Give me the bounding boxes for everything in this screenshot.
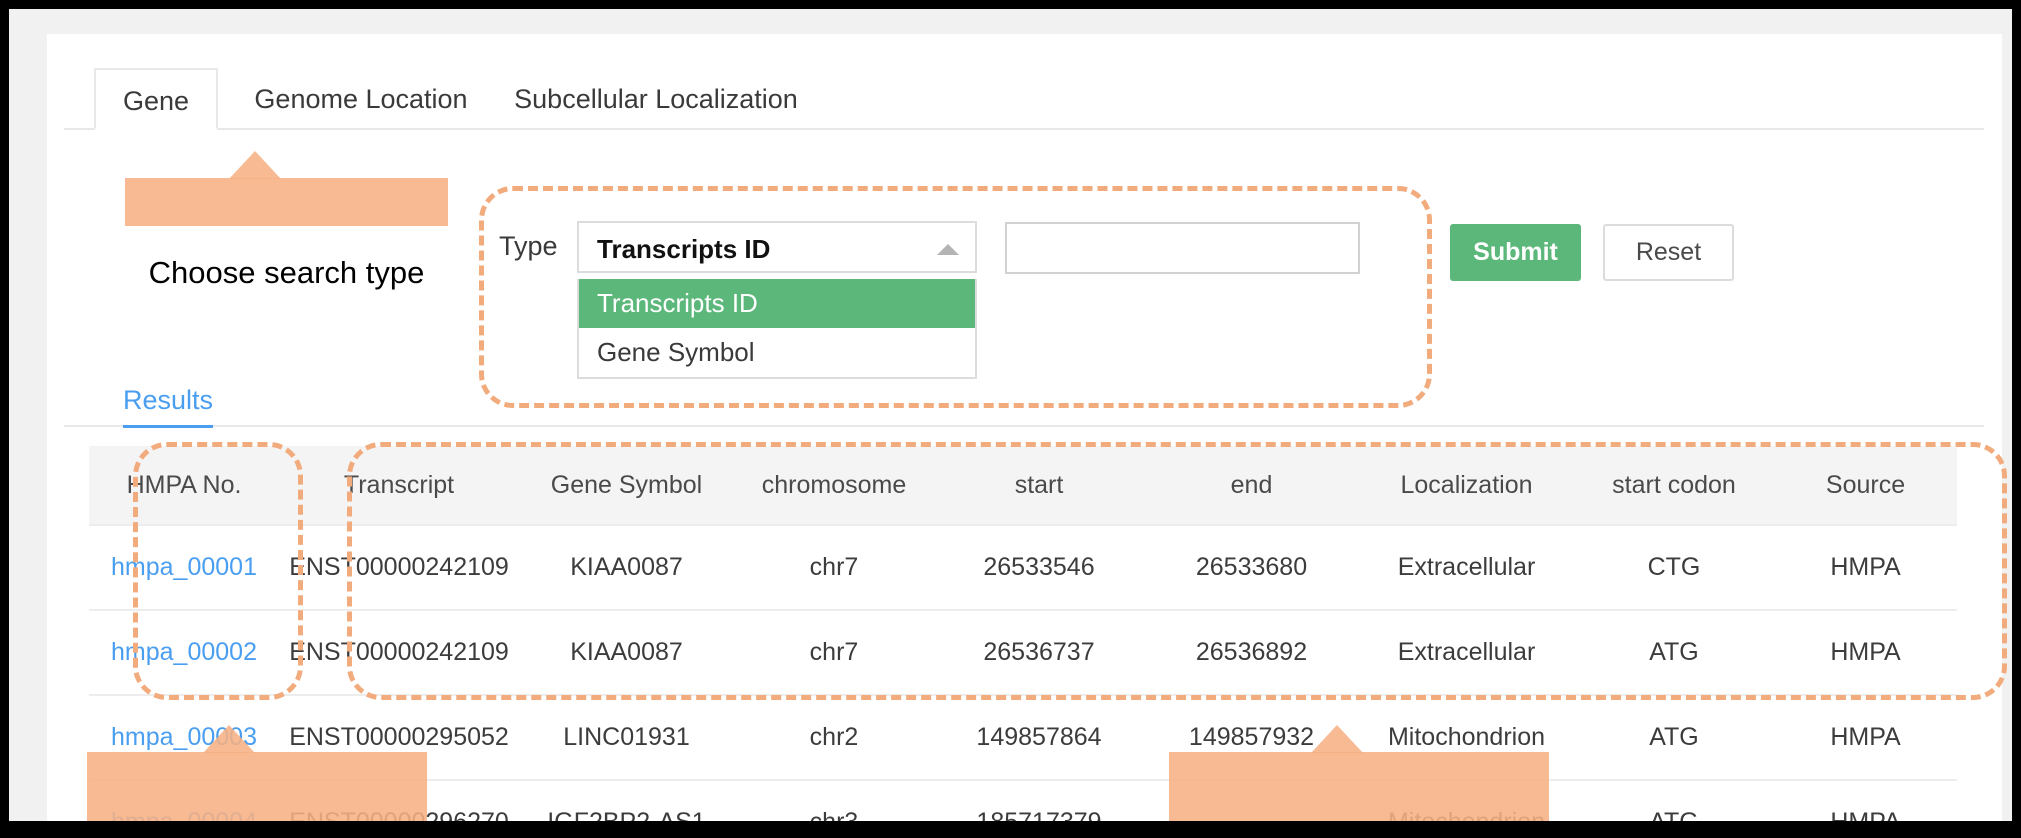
column-header-end: end: [1230, 470, 1273, 499]
column-header-chromosome: chromosome: [761, 470, 907, 499]
cell-chromosome: chr3: [734, 808, 934, 821]
cell-gene-symbol: KIAA0087: [570, 553, 683, 581]
table-row: hmpa_00001 ENST00000242109 KIAA0087 chr7…: [89, 526, 1957, 611]
tab-genome-location[interactable]: Genome Location: [236, 68, 486, 130]
column-header-hmpa-no: HMPA No.: [126, 470, 242, 499]
column-header-start-codon: start codon: [1612, 470, 1736, 499]
cell-transcript: ENST00000242109: [289, 638, 509, 666]
cell-transcript: ENST00000295052: [289, 723, 509, 751]
cell-start-codon: CTG: [1647, 553, 1701, 581]
submit-button[interactable]: Submit: [1450, 224, 1581, 281]
cell-start-codon: ATG: [1649, 638, 1699, 666]
cell-start: 26533546: [983, 553, 1095, 581]
tab-genome-location-label: Genome Location: [254, 84, 468, 114]
cell-source: HMPA: [1830, 638, 1901, 666]
callout-pointer: [229, 151, 281, 179]
cell-start: 26536737: [983, 638, 1095, 666]
page-background: Gene Genome Location Subcellular Localiz…: [9, 9, 2012, 821]
callout-choose-search-type-label: Choose search type: [148, 255, 425, 291]
column-header-source: Source: [1825, 470, 1906, 499]
column-header-transcript: Transcript: [343, 470, 455, 499]
chevron-up-icon: [937, 244, 959, 255]
cell-chromosome: chr7: [809, 638, 859, 666]
column-header-gene-symbol: Gene Symbol: [550, 470, 703, 499]
column-header-start: start: [1014, 470, 1064, 499]
cell-transcript: ENST00000242109: [289, 553, 509, 581]
search-type-tabs: Gene Genome Location Subcellular Localiz…: [64, 68, 1984, 130]
callout-click-to-explore: Click to explore relevant annotation: [87, 725, 427, 821]
cell-start-codon: ATG: [1649, 723, 1699, 751]
cell-end: 26536892: [1195, 638, 1308, 666]
cell-end: 149857932: [1188, 723, 1315, 751]
tab-subcellular-localization[interactable]: Subcellular Localization: [496, 68, 816, 130]
cell-localization: Extracellular: [1397, 553, 1536, 581]
callout-choose-search-type: Choose search type: [125, 151, 448, 290]
type-select-value: Transcripts ID: [597, 234, 771, 264]
column-header-localization: Localization: [1400, 470, 1533, 499]
results-table: HMPA No. Transcript Gene Symbol chromoso…: [89, 446, 1957, 821]
results-tab-bar: Results: [64, 379, 1984, 428]
option-gene-symbol[interactable]: Gene Symbol: [597, 337, 755, 367]
callout-pointer: [1311, 725, 1363, 753]
cell-source: HMPA: [1774, 808, 1957, 821]
type-select[interactable]: Transcripts ID: [577, 221, 977, 273]
cell-chromosome: chr7: [809, 553, 859, 581]
callout-basic-information: Basic information for searching results: [1169, 725, 1549, 821]
type-select-options[interactable]: Transcripts ID Gene Symbol: [577, 279, 977, 379]
hmpa-no-link[interactable]: hmpa_00001: [111, 553, 257, 581]
cell-start: 185717379: [934, 808, 1144, 821]
callout-pointer: [203, 725, 255, 753]
search-input[interactable]: [1005, 222, 1360, 274]
cell-source: HMPA: [1830, 723, 1901, 751]
cell-localization: Extracellular: [1397, 638, 1536, 666]
hmpa-no-link[interactable]: hmpa_00002: [111, 638, 257, 666]
option-transcripts-id[interactable]: Transcripts ID: [579, 279, 975, 328]
cell-source: HMPA: [1830, 553, 1901, 581]
cell-end: 26533680: [1195, 553, 1308, 581]
table-header-row: HMPA No. Transcript Gene Symbol chromoso…: [89, 446, 1957, 526]
cell-chromosome: chr2: [809, 723, 859, 751]
reset-button[interactable]: Reset: [1603, 224, 1734, 281]
tab-subcellular-localization-label: Subcellular Localization: [514, 84, 798, 114]
cell-gene-symbol: KIAA0087: [570, 638, 683, 666]
table-row: hmpa_00002 ENST00000242109 KIAA0087 chr7…: [89, 611, 1957, 696]
tab-results[interactable]: Results: [123, 379, 214, 428]
cell-start-codon: ATG: [1574, 808, 1774, 821]
content-card: Gene Genome Location Subcellular Localiz…: [47, 34, 2007, 821]
cell-start: 149857864: [976, 723, 1102, 751]
type-label: Type: [499, 231, 558, 261]
cell-gene-symbol: IGF2BP2-AS1: [519, 808, 734, 821]
tab-gene-label: Gene: [122, 86, 190, 116]
cell-gene-symbol: LINC01931: [563, 723, 690, 751]
tab-gene[interactable]: Gene: [94, 68, 218, 130]
cell-localization: Mitochondrion: [1387, 723, 1546, 751]
